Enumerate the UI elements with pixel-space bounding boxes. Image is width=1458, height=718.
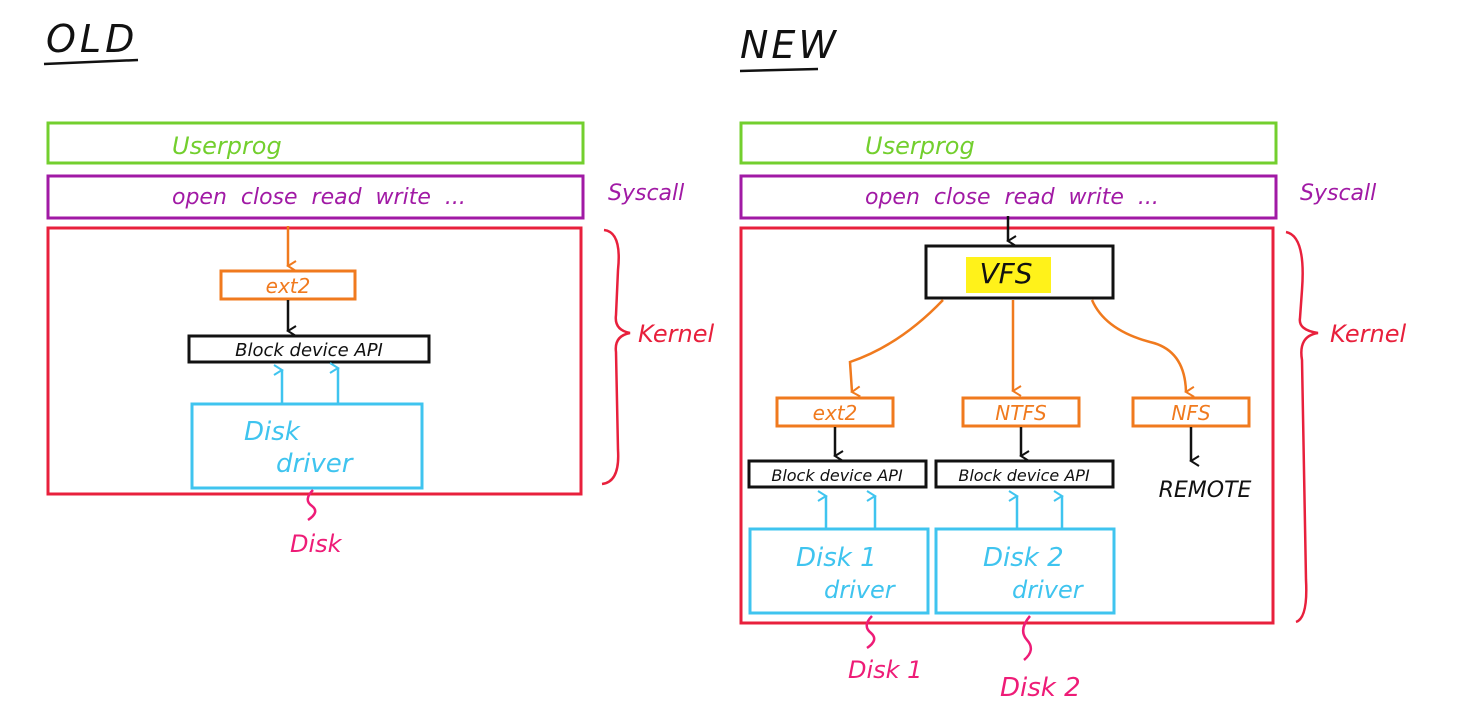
old-disk-driver-box: [190, 402, 424, 490]
new-heading-underline: [739, 67, 819, 73]
old-kernel-box: [46, 226, 583, 496]
vfs-box: [924, 244, 1115, 300]
new-disk2-driver-line2: driver: [1012, 576, 1085, 604]
new-disk1-driver-line1: Disk 1: [796, 543, 877, 573]
old-userprog-label: Userprog: [172, 132, 282, 160]
old-syscall-box: [46, 174, 585, 220]
new-block-api2-box: [934, 459, 1115, 489]
new-disk2-connector: [1021, 615, 1033, 661]
new-disk2-driver-line1: Disk 2: [983, 543, 1064, 573]
new-disk2-driver-box: [934, 527, 1116, 615]
old-block-api-box: [187, 334, 431, 364]
new-kernel-label: Kernel: [1330, 320, 1406, 348]
old-block-api-label: Block device API: [235, 340, 383, 361]
new-arrow-vfs-to-ext2: [848, 299, 944, 398]
old-ext2-label: ext2: [266, 274, 311, 298]
new-ntfs-label: NTFS: [995, 401, 1047, 425]
new-ext2-box: [775, 396, 895, 428]
new-ntfs-box: [961, 396, 1081, 428]
vfs-label: VFS: [979, 257, 1032, 290]
new-disk1-driver-box: [748, 527, 930, 615]
vfs-highlight: [966, 257, 1051, 293]
new-disk2-label: Disk 2: [1000, 673, 1081, 703]
new-diagram: NEW Userprog open close read write ... S…: [739, 23, 1406, 703]
old-diagram: OLD Userprog open close read write ... S…: [43, 17, 714, 558]
new-nfs-label: NFS: [1171, 401, 1210, 425]
new-kernel-brace: [1285, 230, 1319, 624]
old-ext2-box: [219, 269, 357, 301]
new-syscall-label: Syscall: [1300, 181, 1376, 206]
new-disk1-driver-line2: driver: [824, 576, 897, 604]
old-disk-label: Disk: [290, 530, 343, 558]
new-ext2-label: ext2: [813, 401, 858, 425]
new-disk1-label: Disk 1: [848, 656, 922, 684]
remote-label: REMOTE: [1159, 478, 1252, 503]
old-heading: OLD: [46, 17, 138, 61]
new-syscall-list: open close read write ...: [865, 185, 1159, 210]
old-disk-driver-line1: Disk: [244, 417, 301, 447]
old-syscall-list: open close read write ...: [172, 185, 466, 210]
old-userprog-box: [46, 121, 585, 165]
new-heading: NEW: [740, 23, 839, 67]
old-disk-connector: [306, 489, 317, 522]
new-nfs-box: [1131, 396, 1251, 428]
new-disk1-connector: [865, 615, 876, 650]
old-syscall-label: Syscall: [608, 181, 684, 206]
old-kernel-label: Kernel: [638, 320, 714, 348]
new-block-api2-label: Block device API: [958, 466, 1090, 485]
new-userprog-box: [739, 121, 1278, 165]
new-block-api1-box: [747, 459, 928, 489]
old-disk-driver-line2: driver: [276, 449, 355, 479]
new-userprog-label: Userprog: [865, 132, 975, 160]
old-kernel-brace: [601, 228, 631, 486]
old-heading-underline: [43, 58, 139, 66]
new-arrow-vfs-to-nfs: [1090, 299, 1195, 398]
new-block-api1-label: Block device API: [771, 466, 903, 485]
